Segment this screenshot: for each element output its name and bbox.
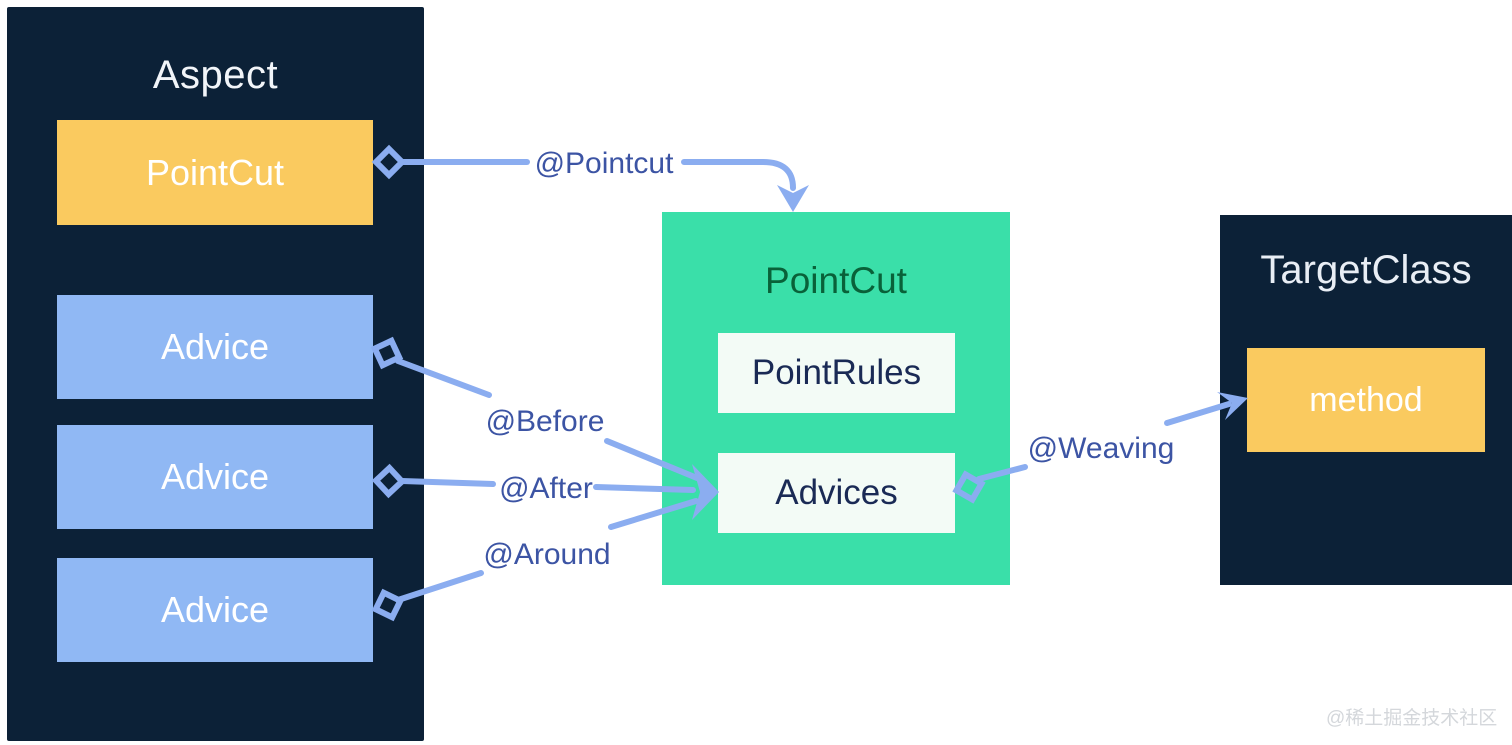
advice-box-2: Advice — [57, 425, 373, 529]
advices-label: Advices — [775, 473, 898, 512]
aspect-pointcut-label: PointCut — [145, 151, 285, 193]
target-class-title: TargetClass — [1260, 248, 1472, 292]
arrowhead-down-icon — [777, 185, 809, 212]
pointrules-label: PointRules — [751, 353, 922, 392]
pointcut-line-curve — [681, 159, 796, 191]
annotation-weaving: @Weaving — [1027, 432, 1175, 465]
pointcut-container-title: PointCut — [765, 260, 907, 301]
annotation-before: @Before — [485, 405, 605, 438]
method-box: method — [1247, 348, 1485, 452]
pointrules-box: PointRules — [718, 333, 955, 413]
method-label: method — [1309, 380, 1423, 419]
pointcut-container: PointCut PointRules Advices — [662, 212, 1010, 585]
advice-box-3: Advice — [57, 558, 373, 662]
aspect-title: Aspect — [152, 53, 279, 97]
annotation-pointcut: @Pointcut — [534, 147, 674, 180]
annotation-after: @After — [499, 472, 593, 505]
advice-label-2: Advice — [160, 456, 270, 497]
aspect-pointcut-box: PointCut — [57, 120, 373, 225]
advice-label-1: Advice — [160, 326, 270, 367]
advice-box-1: Advice — [57, 295, 373, 399]
aspect-container: Aspect PointCut Advice Advice Advice — [7, 7, 424, 741]
target-class-container: TargetClass method — [1220, 215, 1512, 585]
advices-box: Advices — [718, 453, 955, 533]
watermark: @稀土掘金技术社区 — [1326, 708, 1498, 729]
advice-label-3: Advice — [160, 589, 270, 630]
annotation-around: @Around — [483, 538, 611, 571]
